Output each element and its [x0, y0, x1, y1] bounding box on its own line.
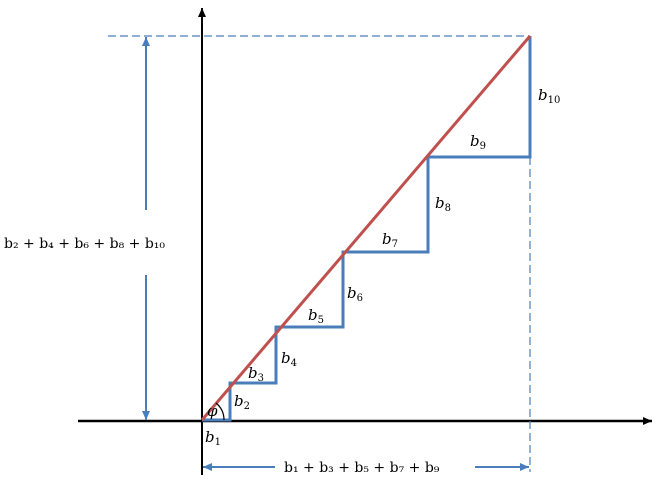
hypotenuse-line	[200, 35, 532, 421]
label-b8: b8	[435, 194, 451, 214]
horizontal-sum-label: b₁ + b₃ + b₅ + b₇ + b₉	[284, 460, 440, 476]
label-b3: b3	[248, 364, 264, 384]
label-b9: b9	[470, 132, 486, 152]
vertical-sum-label: b₂ + b₄ + b₆ + b₈ + b₁₀	[4, 236, 165, 252]
label-b2: b2	[234, 392, 250, 412]
staircase-steps	[202, 36, 532, 422]
label-b10: b10	[538, 86, 560, 106]
angle-label: φ	[207, 402, 218, 420]
label-b4: b4	[281, 349, 297, 369]
angle-arc	[215, 402, 225, 421]
label-b1: b1	[205, 428, 221, 448]
label-b5: b5	[308, 306, 324, 326]
label-b7: b7	[382, 230, 398, 250]
label-b6: b6	[347, 284, 363, 304]
